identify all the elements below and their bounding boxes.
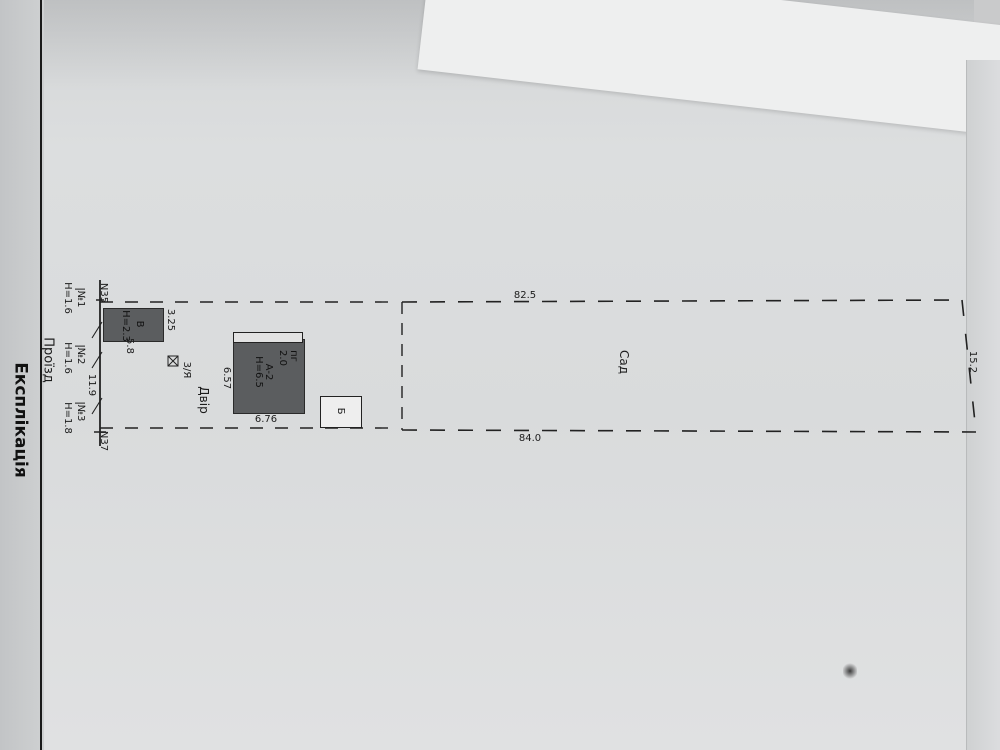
garden-boundary-bottom bbox=[401, 429, 977, 433]
garden-dim-top: 82.5 bbox=[513, 290, 537, 301]
lot-number-left: N35 bbox=[98, 282, 109, 304]
frontage-length: 11.9 bbox=[86, 373, 97, 397]
garden-dim-bottom: 84.0 bbox=[518, 433, 542, 444]
fence-height-2: H=1.6 bbox=[62, 342, 73, 374]
building-a-height: H=6.5 bbox=[253, 356, 264, 388]
building-b-code: В bbox=[134, 320, 145, 328]
fence-height-1: H=1.6 bbox=[62, 282, 73, 314]
building-b-width: 3.25 bbox=[165, 308, 176, 332]
building-b bbox=[103, 308, 164, 342]
shed-code: Б bbox=[335, 407, 346, 415]
garden-boundary-rear bbox=[961, 299, 977, 433]
street-label: Проїзд bbox=[40, 337, 56, 383]
gate-marker bbox=[167, 355, 179, 367]
building-a-code: А-2 bbox=[263, 363, 274, 381]
lot-number-right: N37 bbox=[98, 430, 109, 452]
porch bbox=[233, 332, 303, 343]
plan-sheet bbox=[44, 0, 974, 750]
fence-code-2: №2 bbox=[75, 345, 86, 365]
building-a-width: 6.57 bbox=[221, 366, 232, 390]
garden-label: Сад bbox=[617, 349, 631, 375]
garden-boundary-top bbox=[401, 299, 963, 303]
page-title: Експлікація bbox=[10, 362, 31, 478]
ink-smudge bbox=[843, 662, 857, 680]
shed-b bbox=[320, 396, 362, 428]
table-surface bbox=[0, 0, 46, 750]
fence-ticks bbox=[94, 299, 106, 433]
gate-label: 3/Я bbox=[181, 361, 192, 379]
fence-code-1: №1 bbox=[75, 288, 86, 308]
frame-border bbox=[40, 0, 42, 750]
fence-code-3: №3 bbox=[75, 402, 86, 422]
building-b-length: 5.8 bbox=[124, 338, 135, 354]
porch-code: пг bbox=[288, 350, 299, 362]
fence-hatches bbox=[91, 321, 103, 415]
sheet-edge bbox=[966, 60, 1000, 750]
building-a bbox=[233, 339, 305, 414]
fence-height-3: H=1.8 bbox=[62, 402, 73, 434]
building-a-length: 6.76 bbox=[254, 414, 278, 425]
yard-label: Двір bbox=[197, 386, 211, 414]
garden-dim-rear: 15.2 bbox=[967, 350, 978, 374]
porch-height: 2.0 bbox=[277, 350, 288, 366]
